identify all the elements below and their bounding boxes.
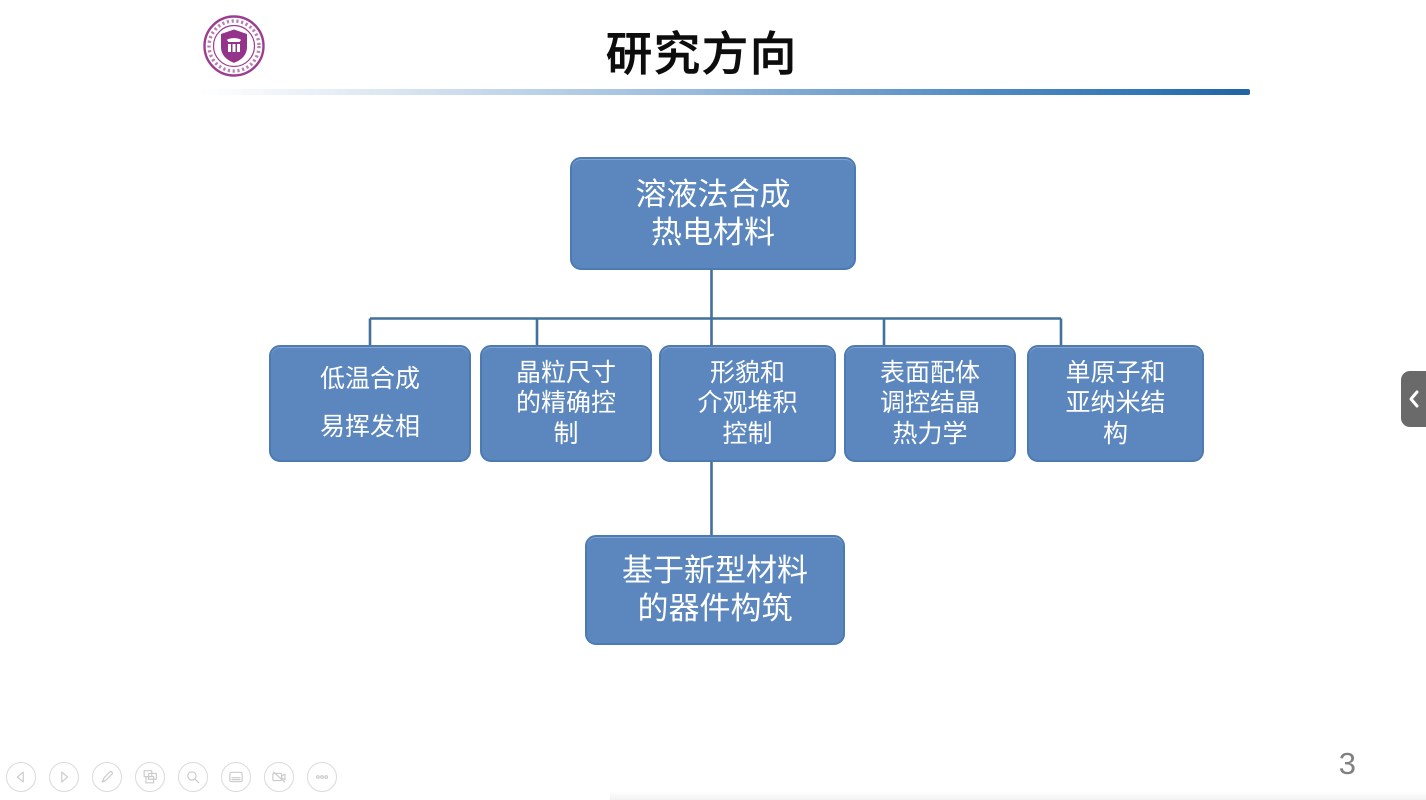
page-title: 研究方向 <box>606 28 798 80</box>
camera-off-icon <box>272 771 286 783</box>
org-chart-leaf-box: 基于新型材料 的器件构筑 <box>585 535 845 645</box>
org-chart-root-box: 溶液法合成 热电材料 <box>570 157 856 270</box>
pen-tools-button[interactable] <box>92 762 122 792</box>
org-chart-child-box: 低温合成 易挥发相 <box>269 345 471 462</box>
title-underline-rule <box>200 89 1250 95</box>
more-options-button[interactable] <box>307 762 337 792</box>
triangle-right-icon <box>61 771 69 783</box>
slide-page-number: 3 <box>1338 746 1356 781</box>
org-chart-child-box: 表面配体 调控结晶 热力学 <box>844 345 1016 462</box>
all-slides-button[interactable] <box>135 762 165 792</box>
captions-button[interactable] <box>221 762 251 792</box>
org-chart-child-box: 形貌和 介观堆积 控制 <box>659 345 836 462</box>
ellipsis-icon <box>315 775 329 779</box>
triangle-left-icon <box>16 771 24 783</box>
university-seal-icon <box>203 15 265 77</box>
captions-icon <box>229 771 243 783</box>
next-slide-button[interactable] <box>49 762 79 792</box>
magnifier-icon <box>187 771 200 784</box>
previous-slide-button[interactable] <box>6 762 36 792</box>
camera-off-button[interactable] <box>264 762 294 792</box>
chevron-left-icon <box>1409 390 1418 408</box>
pen-icon <box>101 771 113 783</box>
slides-stack-icon <box>143 770 157 784</box>
slide-bottom-edge <box>610 791 1426 800</box>
org-chart-child-box: 晶粒尺寸 的精确控 制 <box>480 345 652 462</box>
side-panel-toggle-button[interactable] <box>1401 371 1426 427</box>
org-chart-child-box: 单原子和 亚纳米结 构 <box>1027 345 1204 462</box>
zoom-slide-button[interactable] <box>178 762 208 792</box>
presenter-toolbar <box>6 762 337 792</box>
